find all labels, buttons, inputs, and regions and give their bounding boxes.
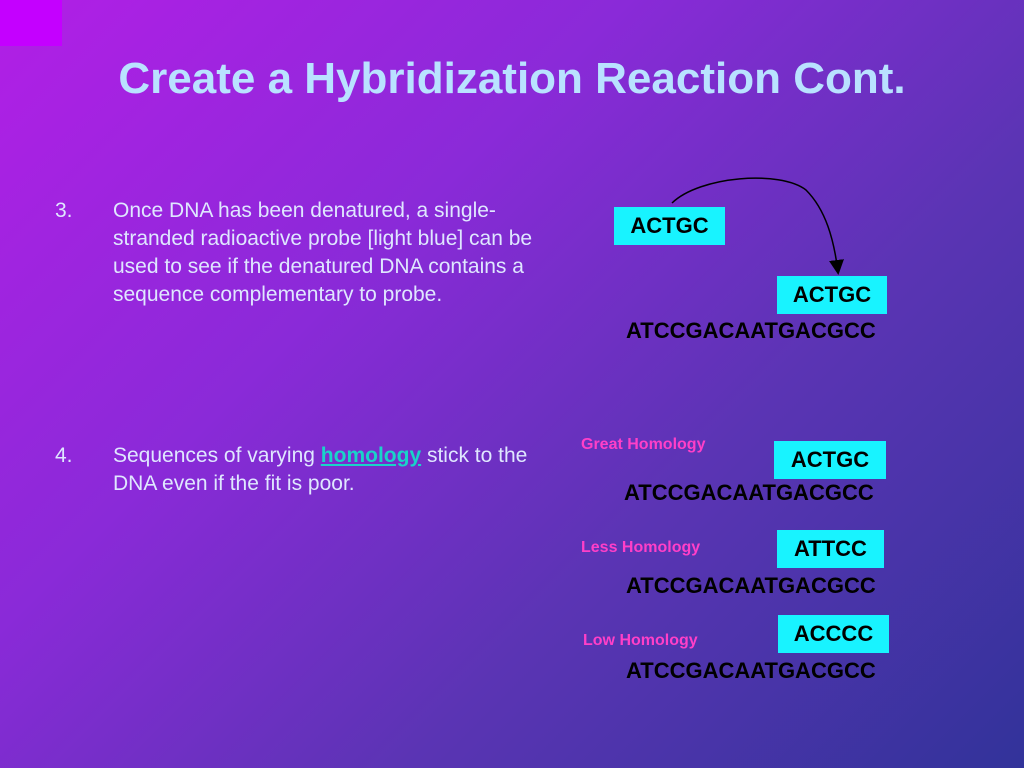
bullet-4-text-after: stick to the DNA even if the fit is poor… (113, 444, 528, 495)
probe-top: ACTGC (614, 207, 725, 245)
bullet-3-number: 3. (55, 199, 73, 222)
label-less-homology: Less Homology (581, 539, 701, 556)
bullet-4-text-before: Sequences of varying (113, 444, 321, 467)
dna-strand: ATCCGACAATGACGCC (626, 318, 876, 343)
slide-title: Create a Hybridization Reaction Cont. (118, 54, 906, 103)
strand-low: ATCCGACAATGACGCC (626, 658, 876, 683)
homology-link[interactable]: homology (320, 444, 422, 467)
bullet-3: 3. Once DNA has been denatured, a single… (55, 197, 575, 309)
label-great-homology: Great Homology (581, 436, 706, 453)
strand-less: ATCCGACAATGACGCC (626, 573, 876, 598)
bullet-4: 4. Sequences of varying homology stick t… (55, 442, 575, 498)
bullet-3-text: Once DNA has been denatured, a single-st… (113, 199, 533, 306)
probe-great: ACTGC (774, 441, 886, 479)
probe-bound: ACTGC (777, 276, 887, 314)
probe-low: ACCCC (778, 615, 889, 653)
strand-great: ATCCGACAATGACGCC (624, 480, 874, 505)
corner-accent (0, 0, 62, 46)
bullet-4-number: 4. (55, 444, 73, 467)
label-low-homology: Low Homology (583, 632, 698, 649)
bullet-4-text: Sequences of varying homology stick to t… (113, 442, 575, 498)
probe-less: ATTCC (777, 530, 884, 568)
